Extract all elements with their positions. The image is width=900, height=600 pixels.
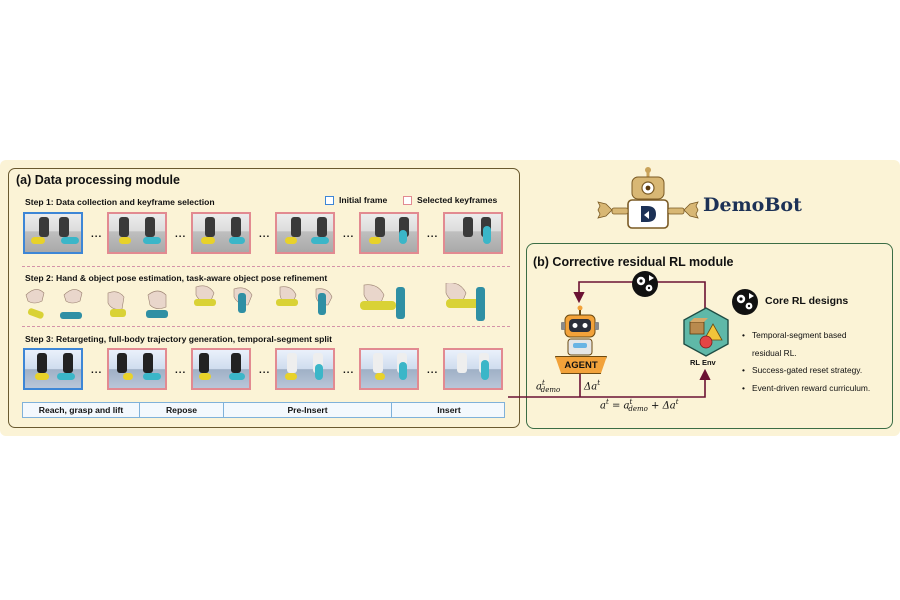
panel-b-title: (b) Corrective residual RL module bbox=[533, 255, 734, 269]
step1-keyframe bbox=[107, 212, 167, 254]
step1-ellipsis: ... bbox=[175, 229, 187, 240]
brand-name: DemoBot bbox=[703, 194, 802, 216]
list-item: Success-gated reset strategy. bbox=[742, 362, 870, 380]
step3-ellipsis: ... bbox=[91, 365, 103, 376]
legend-selected-label: Selected keyframes bbox=[417, 195, 498, 205]
legend-initial-label: Initial frame bbox=[339, 195, 388, 205]
segment-pre-insert: Pre-Insert bbox=[224, 403, 392, 417]
rl-environment-icon bbox=[683, 307, 729, 357]
combined-action-equation: at = atdemo + Δat bbox=[600, 398, 679, 414]
step3-label: Step 3: Retargeting, full-body trajector… bbox=[25, 334, 333, 344]
legend-selected-keyframes: Selected keyframes bbox=[403, 195, 497, 205]
agent-label: AGENT bbox=[555, 356, 607, 374]
data-processing-panel bbox=[8, 168, 520, 428]
core-rl-designs-title: Core RL designs bbox=[765, 295, 849, 307]
step3-keyframe bbox=[191, 348, 251, 390]
step1-ellipsis: ... bbox=[427, 229, 439, 240]
step-divider bbox=[22, 266, 510, 267]
segment-insert: Insert bbox=[437, 405, 461, 415]
temporal-segment-bar: Reach, grasp and lift Repose Pre-Insert … bbox=[22, 402, 505, 418]
segment-reach-grasp-lift: Reach, grasp and lift bbox=[23, 403, 140, 417]
step1-ellipsis: ... bbox=[91, 229, 103, 240]
step1-frame-initial bbox=[23, 212, 83, 254]
list-item: residual RL. bbox=[752, 347, 797, 358]
gear-icon bbox=[632, 271, 658, 297]
step1-ellipsis: ... bbox=[259, 229, 271, 240]
step1-keyframe bbox=[191, 212, 251, 254]
legend-initial-swatch bbox=[325, 195, 334, 205]
step3-keyframe bbox=[107, 348, 167, 390]
step-divider bbox=[22, 326, 510, 327]
rl-env-label: RL Env bbox=[690, 358, 716, 367]
legend-selected-swatch bbox=[403, 195, 412, 205]
legend-initial-frame: Initial frame bbox=[325, 195, 387, 205]
list-item: Temporal-segment based bbox=[742, 327, 870, 345]
demo-action-math: atdemo bbox=[536, 379, 561, 395]
agent-robot-icon bbox=[561, 305, 599, 356]
step3-ellipsis: ... bbox=[175, 365, 187, 376]
step3-frame-initial bbox=[23, 348, 83, 390]
gear-icon bbox=[732, 289, 758, 315]
step1-keyframe bbox=[359, 212, 419, 254]
step3-keyframe bbox=[359, 348, 419, 390]
step1-ellipsis: ... bbox=[343, 229, 355, 240]
step3-ellipsis: ... bbox=[427, 365, 439, 376]
step3-ellipsis: ... bbox=[259, 365, 271, 376]
step3-keyframe bbox=[275, 348, 335, 390]
step1-keyframe bbox=[275, 212, 335, 254]
segment-repose: Repose bbox=[140, 403, 224, 417]
step3-ellipsis: ... bbox=[343, 365, 355, 376]
step1-keyframe bbox=[443, 212, 503, 254]
list-item: Event-driven reward curriculum. bbox=[742, 380, 870, 398]
step3-keyframe bbox=[443, 348, 503, 390]
step2-label: Step 2: Hand & object pose estimation, t… bbox=[25, 273, 328, 283]
step1-label: Step 1: Data collection and keyframe sel… bbox=[25, 197, 215, 207]
pose-estimation-strip bbox=[25, 283, 485, 321]
panel-a-title: (a) Data processing module bbox=[16, 173, 180, 187]
demobot-logo-icon bbox=[597, 167, 699, 229]
residual-action-math: Δat bbox=[584, 379, 601, 393]
core-rl-designs-list: Temporal-segment based residual RL. Succ… bbox=[742, 327, 870, 397]
